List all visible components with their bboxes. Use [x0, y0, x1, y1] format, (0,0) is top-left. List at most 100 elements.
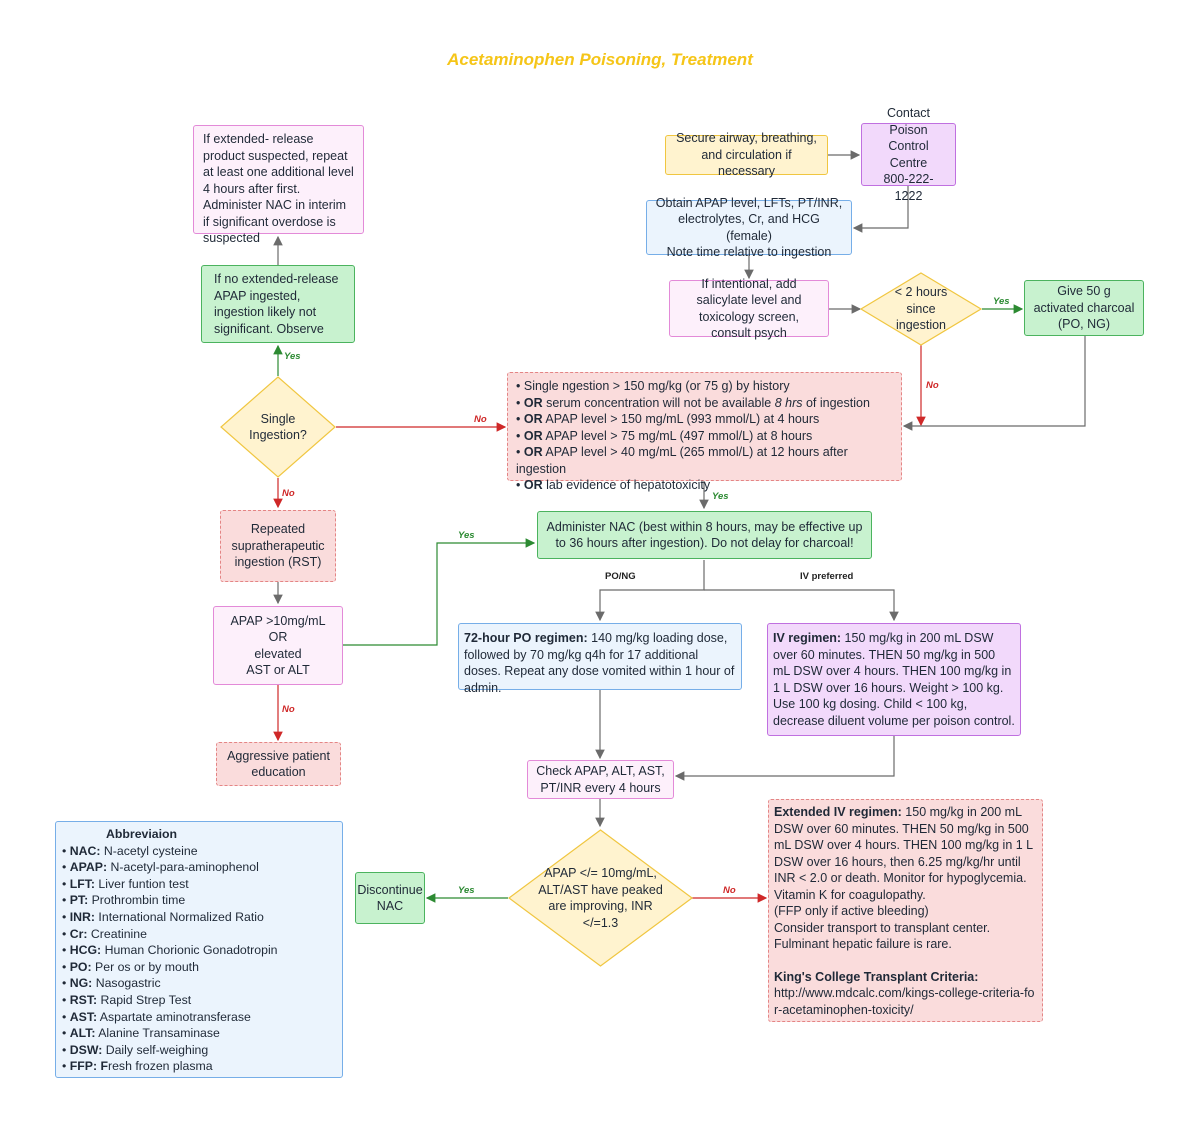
- abbreviation-item: • INR: International Normalized Ratio: [62, 909, 264, 924]
- edge-label-iv-preferred: IV preferred: [800, 571, 854, 582]
- abbr-term: ALT:: [69, 1026, 96, 1041]
- extended-iv-vitamin-k: Vitamin K for coagulopathy.: [774, 887, 926, 902]
- edge-label-no-2h: No: [926, 380, 939, 391]
- apap-elevated-line4: AST or ALT: [246, 663, 310, 677]
- edge-label-no-rst: No: [282, 488, 295, 499]
- criteria-or: OR: [523, 428, 543, 443]
- extended-iv-title: Extended IV regimen:: [774, 805, 902, 819]
- repeated-rst-text: Repeated supratherapeutic ingestion (RST…: [231, 522, 325, 570]
- abbr-def: Liver funtion test: [95, 876, 189, 891]
- po-regimen-text: 140 mg/kg loading dose, followed by 70 m…: [464, 631, 735, 695]
- page-title: Acetaminophen Poisoning, Treatment: [447, 50, 753, 69]
- po-regimen-title: 72-hour PO regimen:: [464, 631, 588, 645]
- iv-regimen-title: IV regimen:: [773, 631, 842, 645]
- kings-criteria-link[interactable]: http://www.mdcalc.com/kings-college-crit…: [774, 986, 1035, 1017]
- apap-decision-diamond-shape: [508, 829, 693, 967]
- po-regimen-node: 72-hour PO regimen: 140 mg/kg loading do…: [458, 623, 742, 695]
- check-apap-text: Check APAP, ALT, AST, PT/INR every 4 hou…: [536, 764, 665, 795]
- intentional-node: If intentional, add salicylate level and…: [669, 277, 829, 340]
- edge-label-yes-criteria: Yes: [712, 491, 729, 502]
- edge-label-yes-charcoal: Yes: [993, 296, 1010, 307]
- edge-label-yes-single: Yes: [284, 351, 301, 362]
- abbr-def: Creatinine: [87, 926, 147, 941]
- edge-iv-to-check: [674, 736, 895, 781]
- contact-poison-phone: 800-222-1222: [883, 172, 934, 203]
- extended-iv-transport: Consider transport to transplant center.: [774, 920, 991, 935]
- abbr-term: FFP:: [69, 1059, 98, 1074]
- extended-release-text: If extended- release product suspected, …: [203, 132, 354, 245]
- apap-decision-text: APAP </= 10mg/mL, ALT/AST have peaked ar…: [538, 866, 663, 930]
- single-ingestion-diamond-shape: [220, 376, 336, 478]
- abbr-def: Nasogastric: [92, 976, 161, 991]
- abbr-term: PT:: [69, 893, 89, 908]
- abbreviation-item: • PO: Per os or by mouth: [62, 959, 199, 974]
- abbr-def: Human Chorionic Gonadotropin: [101, 943, 278, 958]
- abbr-def-rest: resh frozen plasma: [108, 1059, 213, 1074]
- criteria-item: • OR APAP level > 40 mg/mL (265 mmol/L) …: [516, 445, 848, 476]
- edge-label-no-decision: No: [723, 885, 736, 896]
- edge-label-no-apap: No: [282, 704, 295, 715]
- criteria-node: • Single ngestion > 150 mg/kg (or 75 g) …: [507, 372, 902, 492]
- obtain-apap-line2: electrolytes, Cr, and HCG (female): [678, 212, 820, 243]
- kings-criteria-title: King's College Transplant Criteria:: [774, 969, 979, 984]
- abbr-term: DSW:: [69, 1042, 103, 1057]
- abbreviation-item: • DSW: Daily self-weighing: [62, 1042, 209, 1057]
- criteria-item: • OR APAP level > 150 mg/mL (993 mmol/L)…: [516, 412, 820, 426]
- charcoal-text: Give 50 g activated charcoal (PO, NG): [1033, 284, 1135, 332]
- abbr-def: N-acetyl cysteine: [100, 843, 198, 858]
- abbreviation-item: • RST: Rapid Strep Test: [62, 992, 192, 1007]
- abbreviation-item: • ALT: Alanine Transaminase: [62, 1026, 220, 1041]
- criteria-or: OR: [523, 412, 543, 426]
- extended-iv-ffp: (FFP only if active bleeding): [774, 904, 929, 918]
- criteria-or: OR: [523, 478, 543, 492]
- intentional-text: If intentional, add salicylate level and…: [696, 276, 802, 341]
- lt-2-hours-text: < 2 hours since ingestion: [894, 285, 948, 333]
- iv-regimen-node: IV regimen: 150 mg/kg in 200 mL DSW over…: [767, 623, 1021, 736]
- abbreviation-item: • APAP: N-acetyl-para-aminophenol: [62, 860, 259, 875]
- criteria-item: • OR serum concentration will not be ava…: [516, 395, 870, 410]
- obtain-apap-line3: Note time relative to ingestion: [666, 245, 832, 259]
- abbr-term: LFT:: [69, 876, 96, 891]
- apap-elevated-line2: OR: [268, 630, 288, 644]
- no-extended-release-node: If no extended-release APAP ingested, in…: [201, 265, 355, 343]
- abbreviation-title: Abbreviaion: [106, 827, 178, 841]
- contact-poison-line2: Control Centre: [888, 139, 929, 170]
- abbr-term: NAC:: [69, 843, 101, 858]
- abbr-def: N-acetyl-para-aminophenol: [107, 860, 259, 875]
- abbr-bold-letter: F: [100, 1059, 108, 1074]
- criteria-text-6: lab evidence of hepatotoxicity: [542, 478, 711, 492]
- criteria-or: OR: [523, 445, 543, 459]
- abbr-term: APAP:: [69, 860, 108, 875]
- criteria-item: • OR APAP level > 75 mg/mL (497 mmol/L) …: [516, 428, 813, 443]
- abbr-def: Rapid Strep Test: [97, 992, 192, 1007]
- discontinue-nac-node: Discontinue NAC: [355, 872, 425, 924]
- edge-contact-to-obtain: [852, 186, 909, 233]
- aggressive-education-text: Aggressive patient education: [227, 748, 330, 780]
- edge-charcoal-to-criteria: [902, 336, 1086, 431]
- abbreviation-item: • LFT: Liver funtion test: [62, 876, 189, 891]
- edge-label-no-single: No: [474, 414, 487, 425]
- abbr-def: Per os or by mouth: [91, 959, 199, 974]
- abbr-term: PO:: [69, 959, 92, 974]
- abbreviation-item: • Cr: Creatinine: [62, 926, 147, 941]
- abbr-term: Cr:: [69, 926, 88, 941]
- secure-airway-node: Secure airway, breathing, and circulatio…: [665, 131, 828, 178]
- aggressive-education-node: Aggressive patient education: [216, 742, 341, 786]
- secure-airway-text: Secure airway, breathing, and circulatio…: [676, 131, 817, 179]
- edge-nac-split: [595, 560, 705, 622]
- obtain-apap-line1: Obtain APAP level, LFTs, PT/INR,: [655, 195, 843, 210]
- apap-decision: APAP </= 10mg/mL, ALT/AST have peaked ar…: [508, 829, 693, 967]
- abbreviation-item: • AST: Aspartate aminotransferase: [62, 1009, 251, 1024]
- extended-iv-fulminant: Fulminant hepatic failure is rare.: [774, 937, 952, 951]
- abbr-def: International Normalized Ratio: [95, 909, 264, 924]
- abbr-def: Daily self-weighing: [102, 1042, 209, 1057]
- criteria-or: OR: [523, 395, 543, 410]
- contact-poison-line1: Contact Poison: [886, 106, 931, 137]
- administer-nac-text: Administer NAC (best within 8 hours, may…: [546, 519, 863, 551]
- abbreviation-item: • NG: Nasogastric: [62, 976, 161, 991]
- abbreviation-item: • PT: Prothrombin time: [62, 893, 186, 908]
- abbr-term: INR:: [69, 909, 96, 924]
- edge-apap-to-nac: [343, 538, 536, 646]
- criteria-item: • Single ngestion > 150 mg/kg (or 75 g) …: [516, 379, 790, 393]
